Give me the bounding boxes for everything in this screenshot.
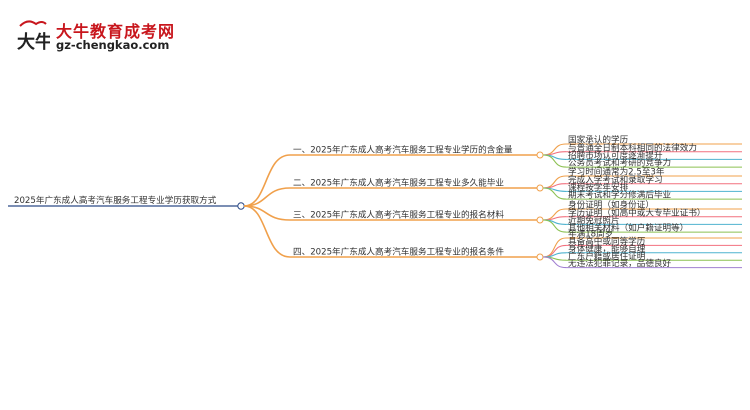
site-logo[interactable]: 大牛 大牛教育成考网 gz-chengkao.com bbox=[14, 16, 184, 56]
leaf-label: 公务员考试和考研的竞争力 bbox=[568, 157, 671, 169]
bull-logo-icon: 大牛 bbox=[17, 20, 50, 53]
leaf-label: 完成入学考试和录取学习 bbox=[568, 173, 663, 185]
leaf-label: 身份证明（如身份证） bbox=[568, 199, 654, 211]
branch-node-circle[interactable] bbox=[536, 216, 544, 224]
leaf-connector bbox=[542, 256, 567, 269]
root-node-circle[interactable] bbox=[237, 202, 245, 210]
branch-connector bbox=[243, 205, 291, 258]
leaf-label: 具备高中或同等学历 bbox=[568, 235, 646, 247]
leaf-label: 课程按学年安排 bbox=[568, 181, 629, 193]
logo-url: gz-chengkao.com bbox=[56, 38, 170, 52]
leaf-label: 身体健康，能够自理 bbox=[568, 242, 646, 254]
leaf-connector bbox=[542, 237, 567, 258]
leaf-connector bbox=[542, 187, 567, 200]
logo-mark-text: 大牛 bbox=[17, 31, 50, 53]
branch-label: 一、2025年广东成人高考汽车服务工程专业学历的含金量 bbox=[293, 144, 513, 156]
leaf-label: 国家承认的学历 bbox=[568, 134, 629, 146]
branch-node-circle[interactable] bbox=[536, 151, 544, 159]
leaf-connector bbox=[542, 183, 567, 189]
leaf-label: 学习时间通常为2.5至3年 bbox=[568, 166, 665, 178]
branch-connector bbox=[243, 187, 291, 207]
branch-connector bbox=[243, 154, 291, 207]
branch-label: 四、2025年广东成人高考汽车服务工程专业的报名条件 bbox=[293, 246, 504, 258]
leaf-label: 与普通全日制本科相同的法律效力 bbox=[568, 141, 697, 153]
leaf-label: 无违法犯罪记录，品德良好 bbox=[568, 257, 672, 269]
leaf-label: 广东户籍或居住证明 bbox=[568, 250, 645, 262]
branch-label: 二、2025年广东成人高考汽车服务工程专业多久能毕业 bbox=[293, 177, 504, 189]
leaf-label: 其他相关材料（如户籍证明等） bbox=[568, 222, 688, 234]
leaf-connector bbox=[542, 151, 567, 156]
leaf-connector bbox=[542, 216, 567, 221]
leaf-label: 近期免冠照片 bbox=[568, 214, 620, 226]
leaf-label: 学历证明（如高中或大专毕业证书） bbox=[568, 206, 706, 218]
leaf-label: 年满18周岁 bbox=[568, 228, 613, 240]
leaf-connector bbox=[542, 219, 567, 233]
leaf-connector bbox=[542, 252, 567, 258]
leaf-label: 期末考试和学分修满后毕业 bbox=[568, 189, 672, 201]
branch-node-circle[interactable] bbox=[536, 253, 544, 261]
root-node-label: 2025年广东成人高考汽车服务工程专业学历获取方式 bbox=[14, 194, 217, 206]
logo-title: 大牛教育成考网 bbox=[56, 22, 176, 41]
branch-label: 三、2025年广东成人高考汽车服务工程专业的报名材料 bbox=[293, 209, 504, 221]
leaf-label: 招聘市场认可度逐渐提升 bbox=[568, 149, 663, 161]
branch-node-circle[interactable] bbox=[536, 184, 544, 192]
leaf-connector bbox=[542, 154, 567, 168]
branches-group: 一、2025年广东成人高考汽车服务工程专业学历的含金量 国家承认的学历与普通全日制… bbox=[243, 134, 742, 269]
